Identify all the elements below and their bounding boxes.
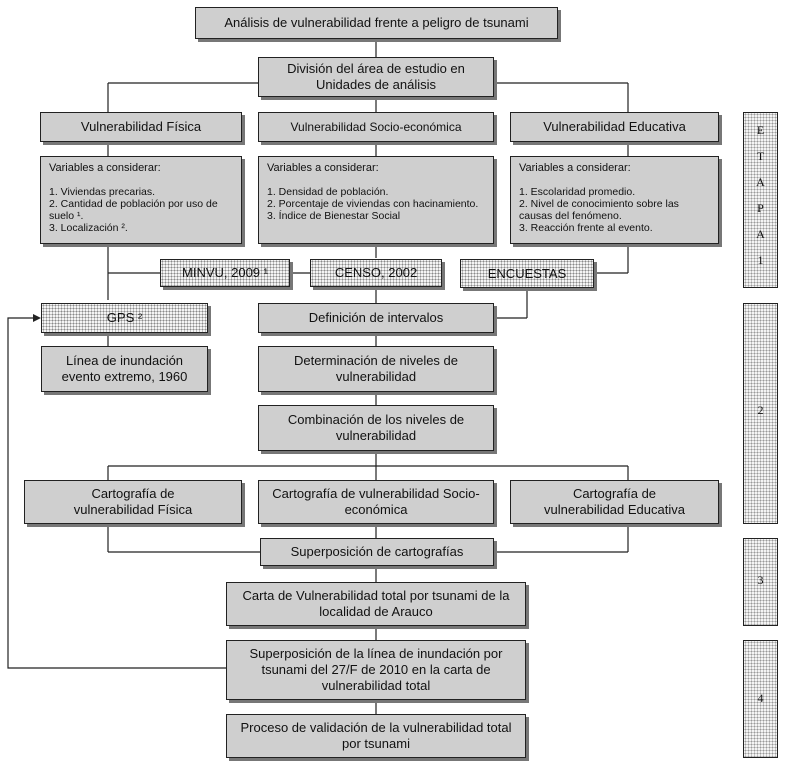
- variables-socio-title: Variables a considerar:: [267, 162, 379, 174]
- vulnerabilidad-fisica-box: Vulnerabilidad Física: [40, 112, 242, 142]
- cartografia-socio-box: Cartografía de vulnerabilidad Socio-econ…: [258, 480, 494, 524]
- gps-source-box: GPS ²: [41, 303, 208, 333]
- combinacion-niveles-box: Combinación de los niveles de vulnerabil…: [258, 405, 494, 451]
- cartografia-fisica-box: Cartografía de vulnerabilidad Física: [24, 480, 242, 524]
- etapa-3-bar: 3: [743, 538, 778, 626]
- variables-fisica-box: Variables a considerar: 1. Viviendas pre…: [40, 156, 242, 244]
- etapa-4-label: 4: [757, 691, 764, 705]
- variables-educativa-item: 1. Escolaridad promedio.: [519, 186, 636, 198]
- etapa-2-label: 2: [757, 403, 764, 417]
- variables-fisica-item: 1. Viviendas precarias.: [49, 186, 156, 198]
- proceso-validacion-box: Proceso de validación de la vulnerabilid…: [226, 714, 526, 758]
- carta-vulnerabilidad-total-box: Carta de Vulnerabilidad total por tsunam…: [226, 582, 526, 626]
- variables-educativa-box: Variables a considerar: 1. Escolaridad p…: [510, 156, 719, 244]
- division-box: División del área de estudio en Unidades…: [258, 57, 494, 97]
- determinacion-niveles-box: Determinación de niveles de vulnerabilid…: [258, 346, 494, 392]
- etapa-letter: A: [756, 227, 765, 241]
- title-box: Análisis de vulnerabilidad frente a peli…: [195, 7, 558, 39]
- etapa-letter: A: [756, 175, 765, 189]
- etapa-letter: E: [756, 123, 765, 137]
- variables-educativa-title: Variables a considerar:: [519, 162, 631, 174]
- vulnerabilidad-socio-box: Vulnerabilidad Socio-económica: [258, 112, 494, 142]
- variables-fisica-item: 2. Cantidad de población por uso de suel…: [49, 198, 218, 222]
- vulnerabilidad-educativa-box: Vulnerabilidad Educativa: [510, 112, 719, 142]
- etapa-letter: P: [757, 201, 764, 215]
- etapa-4-bar: 4: [743, 640, 778, 758]
- etapa-3-label: 3: [757, 573, 764, 587]
- etapa-1-bar: E T A P A 1: [743, 112, 778, 288]
- linea-inundacion-box: Línea de inundación evento extremo, 1960: [41, 346, 208, 392]
- cartografia-educativa-box: Cartografía de vulnerabilidad Educativa: [510, 480, 719, 524]
- etapa-2-bar: 2: [743, 303, 778, 524]
- censo-source-box: CENSO, 2002: [310, 259, 442, 287]
- variables-fisica-item: 3. Localización ².: [49, 222, 128, 234]
- minvu-source-box: MINVU, 2009 ¹: [160, 259, 290, 287]
- definicion-intervalos-box: Definición de intervalos: [258, 303, 494, 333]
- variables-socio-item: 1. Densidad de población.: [267, 186, 389, 198]
- superposicion-linea-box: Superposición de la línea de inundación …: [226, 640, 526, 700]
- etapa-letter: 1: [757, 253, 764, 267]
- variables-educativa-item: 2. Nivel de conocimiento sobre las causa…: [519, 198, 679, 222]
- variables-socio-box: Variables a considerar: 1. Densidad de p…: [258, 156, 494, 244]
- variables-socio-item: 2. Porcentaje de viviendas con hacinamie…: [267, 198, 479, 210]
- etapa-letter: T: [756, 149, 765, 163]
- superposicion-cartografias-box: Superposición de cartografías: [260, 538, 494, 566]
- variables-socio-item: 3. Índice de Bienestar Social: [267, 210, 401, 222]
- variables-educativa-item: 3. Reacción frente al evento.: [519, 222, 653, 234]
- variables-fisica-title: Variables a considerar:: [49, 162, 161, 174]
- encuestas-source-box: ENCUESTAS: [460, 259, 594, 288]
